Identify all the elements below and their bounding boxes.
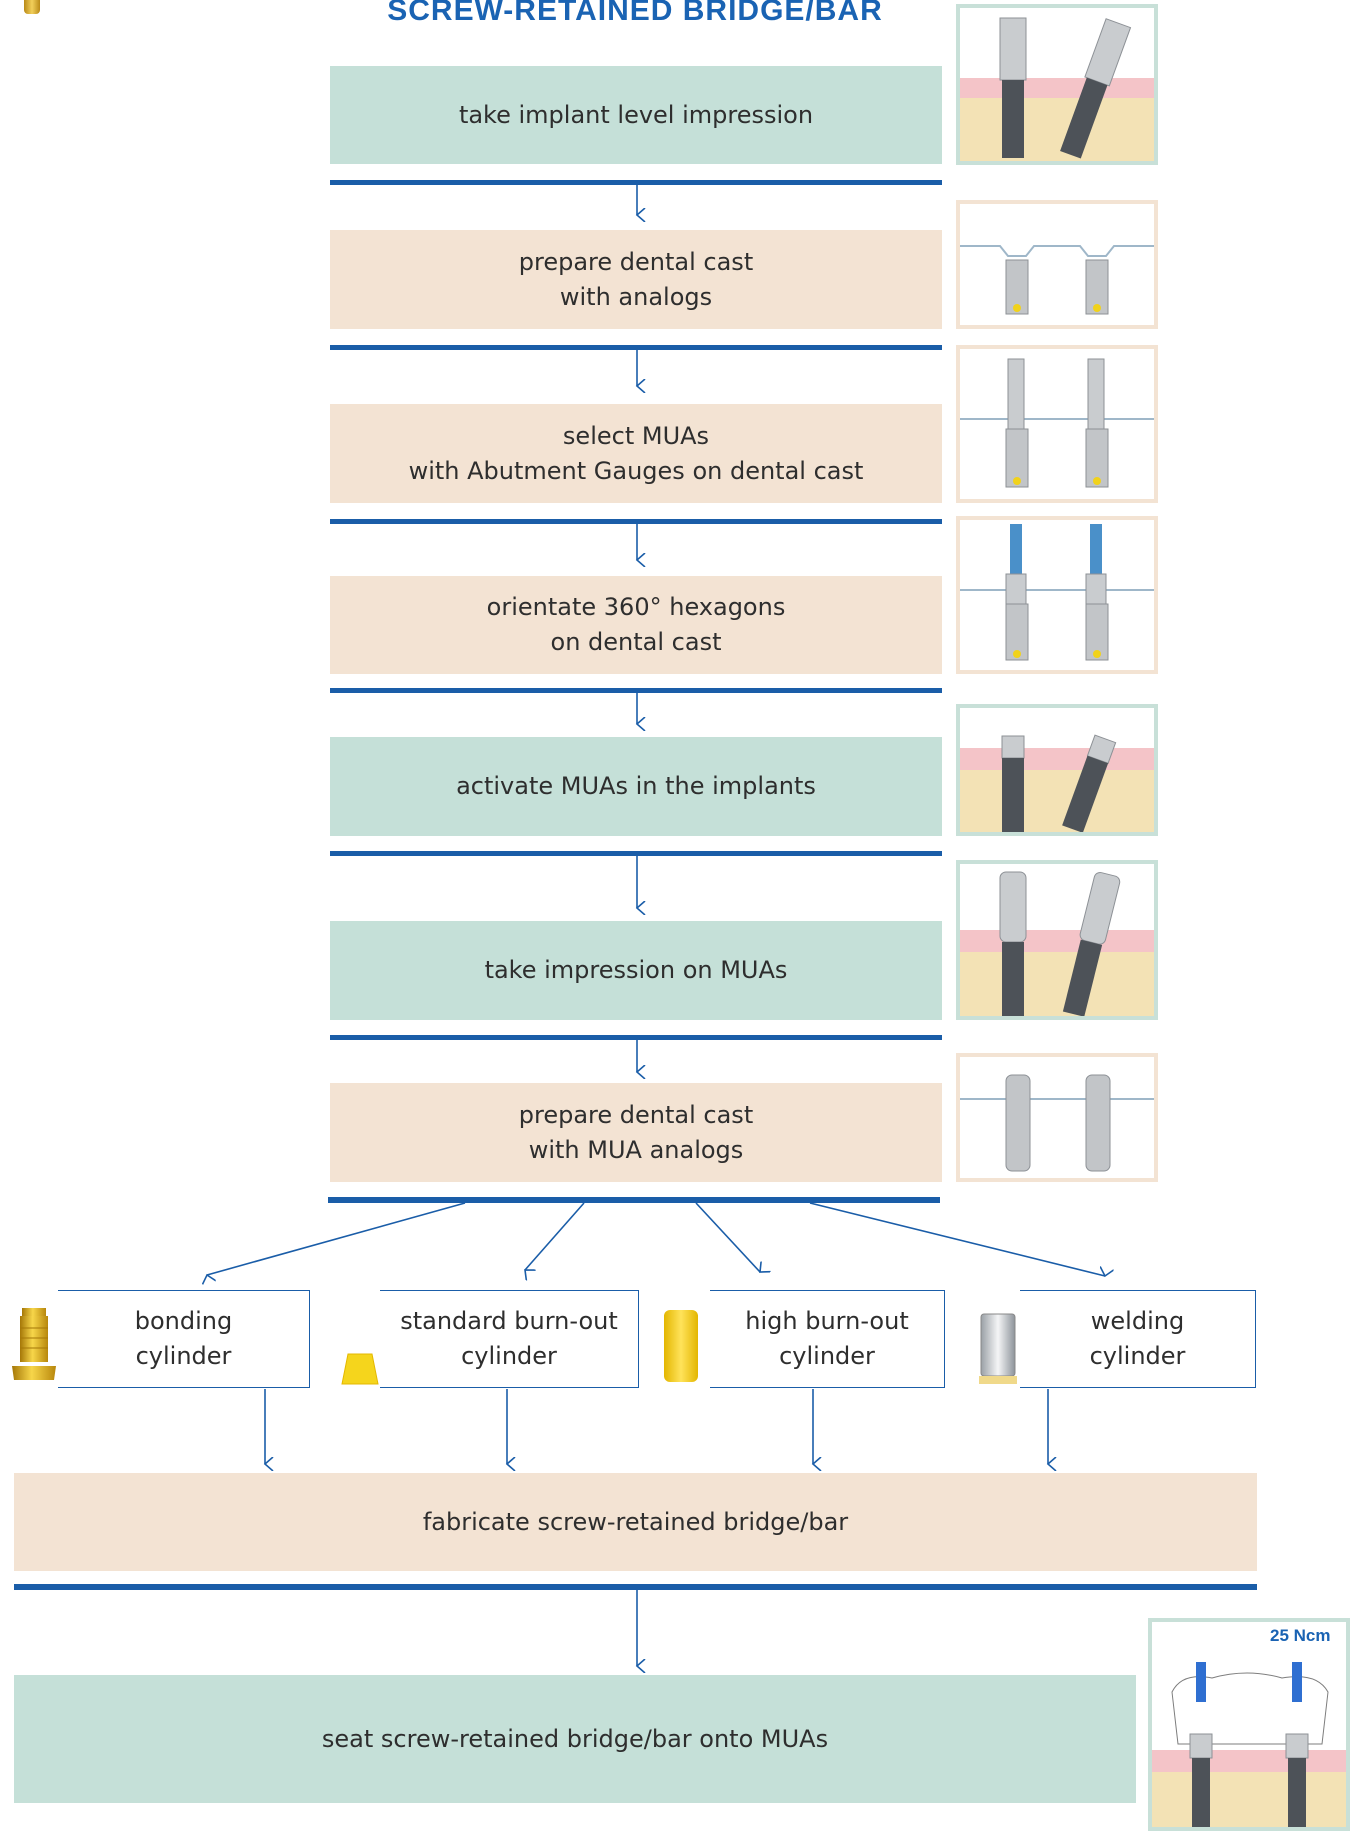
flow-arrow: [207, 1202, 466, 1275]
divider-bar: [330, 345, 942, 350]
divider-bar: [330, 688, 942, 693]
bridge-seated-on-muas-thumb: [1148, 1618, 1350, 1831]
torque-label: 25 Ncm: [1270, 1626, 1331, 1645]
page-title: SCREW-RETAINED BRIDGE/BAR: [387, 0, 883, 27]
option-bonding-cylinder: bonding cylinder: [58, 1290, 310, 1388]
titanium-welding-cylinder-icon: [975, 1310, 1021, 1390]
hexagon-orientation-drivers-thumb: [956, 516, 1158, 674]
divider-bar: [330, 180, 942, 185]
gold-bonding-cylinder-icon: [8, 1306, 60, 1388]
mua-analogs-in-cast-thumb: [956, 1053, 1158, 1182]
step-prepare-cast-mua-analogs: prepare dental cast with MUA analogs: [330, 1083, 942, 1182]
corner-gold-icon: [24, 0, 40, 14]
implant-analogs-in-cast-thumb: [956, 200, 1158, 329]
flow-arrow: [525, 1202, 585, 1270]
yellow-standard-burnout-cylinder-icon: [340, 1352, 380, 1386]
step-take-impression-muas: take impression on MUAs: [330, 921, 942, 1020]
impression-posts-on-implants-thumb: [956, 4, 1158, 165]
yellow-high-burnout-cylinder-icon: [660, 1306, 702, 1386]
option-welding-cylinder: welding cylinder: [1020, 1290, 1256, 1388]
option-high-burnout-cylinder: high burn-out cylinder: [710, 1290, 945, 1388]
abutment-gauges-on-analogs-thumb: [956, 345, 1158, 503]
divider-bar: [330, 851, 942, 856]
divider-bar: [330, 1035, 942, 1040]
impression-copings-on-muas-thumb: [956, 860, 1158, 1020]
step-seat-bridge: seat screw-retained bridge/bar onto MUAs: [14, 1675, 1136, 1803]
divider-bar: [14, 1584, 1257, 1590]
step-activate-muas: activate MUAs in the implants: [330, 737, 942, 836]
step-select-muas: select MUAs with Abutment Gauges on dent…: [330, 404, 942, 503]
step-orientate-hexagons: orientate 360° hexagons on dental cast: [330, 576, 942, 674]
divider-bar: [330, 519, 942, 524]
step-prepare-cast-analogs: prepare dental cast with analogs: [330, 230, 942, 329]
step-take-implant-impression: take implant level impression: [330, 66, 942, 164]
divider-bar: [328, 1197, 940, 1203]
muas-in-implants-thumb: [956, 704, 1158, 836]
option-standard-burnout-cylinder: standard burn-out cylinder: [380, 1290, 639, 1388]
step-fabricate-bridge: fabricate screw-retained bridge/bar: [14, 1473, 1257, 1571]
flow-arrow: [695, 1202, 760, 1272]
flow-arrow: [809, 1202, 1105, 1276]
